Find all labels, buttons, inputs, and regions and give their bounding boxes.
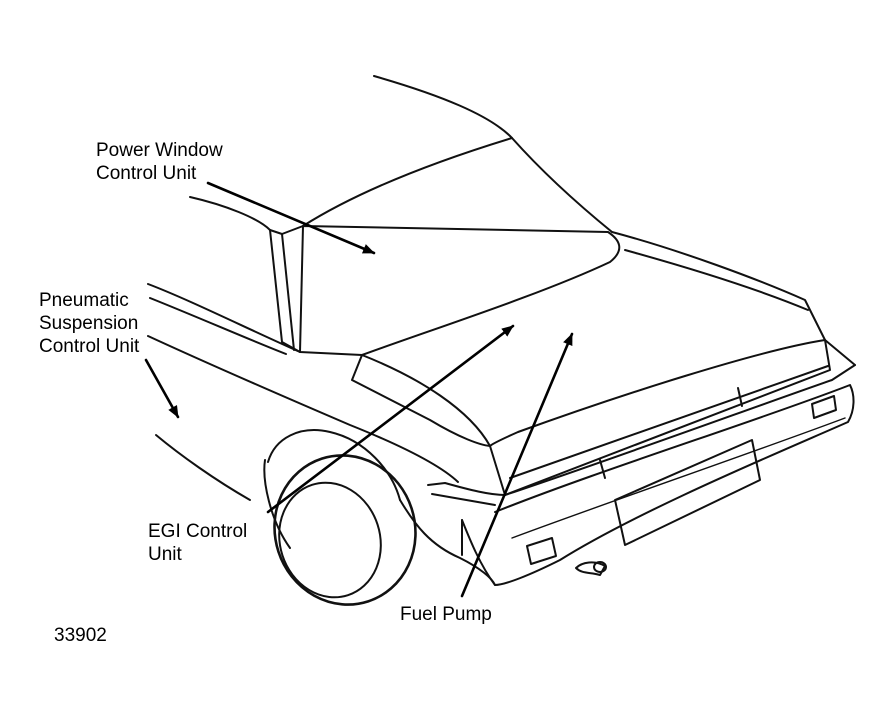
trunk-lid	[361, 231, 826, 447]
power-window-label-line-2: Control Unit	[96, 163, 197, 184]
egi-pointer	[266, 324, 515, 514]
tail-light-left	[427, 482, 506, 506]
power-window-control-unit-label: Power Window Control Unit	[96, 139, 223, 185]
side-body	[147, 283, 491, 501]
pneumatic-label-line-1: Pneumatic	[39, 290, 129, 311]
pneumatic-label-line-2: Suspension	[39, 313, 139, 334]
fuel-pump-label: Fuel Pump	[400, 604, 492, 625]
rear-wheel	[263, 429, 496, 606]
power-window-label-line-1: Power Window	[96, 140, 223, 161]
egi-label-line-2: Unit	[148, 544, 182, 565]
pneumatic-suspension-control-unit-label: Pneumatic Suspension Control Unit	[39, 289, 139, 358]
power-window-pointer	[206, 181, 376, 255]
rear-window	[269, 225, 621, 356]
egi-control-unit-label: EGI Control Unit	[148, 520, 247, 566]
label-pointers	[144, 181, 574, 598]
fuel-pump-pointer	[460, 332, 574, 598]
figure-number: 33902	[54, 625, 107, 646]
rear-bumper	[461, 384, 855, 586]
pneumatic-pointer	[144, 358, 180, 419]
car-roof	[189, 75, 613, 233]
rear-panel	[489, 339, 856, 496]
pneumatic-label-line-3: Control Unit	[39, 336, 140, 357]
egi-label-line-1: EGI Control	[148, 521, 248, 542]
